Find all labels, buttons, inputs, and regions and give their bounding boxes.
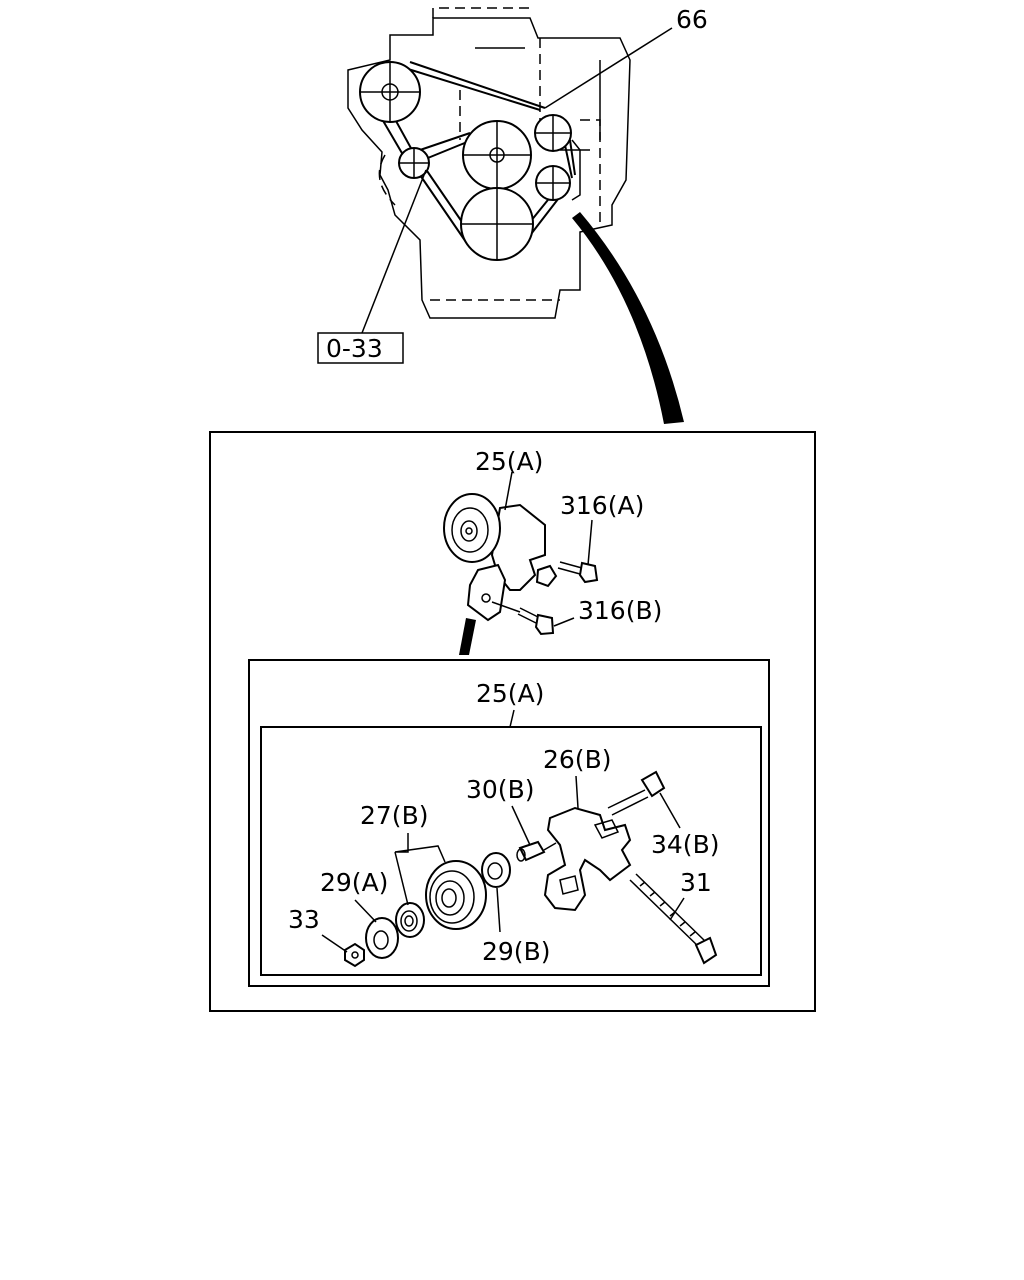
leader-26b	[575, 775, 579, 809]
engine-front-view	[347, 7, 631, 319]
callout-washer-a: 29(A)	[320, 868, 388, 897]
washer-29b	[481, 852, 511, 888]
washer-29a	[365, 917, 399, 959]
callout-bolt-a: 316(A)	[560, 491, 644, 520]
callout-nut: 33	[288, 905, 320, 934]
callout-bolt-34: 34(B)	[651, 830, 719, 859]
ref-leader-line	[361, 169, 427, 334]
leader-25a-detail	[509, 709, 515, 728]
inner-detail-box	[260, 726, 762, 976]
callout-pulley: 27(B)	[360, 801, 428, 830]
middle-detail-box	[248, 659, 770, 987]
leader-316a	[587, 519, 593, 566]
callout-spacer: 30(B)	[466, 775, 534, 804]
leader-31	[669, 897, 685, 921]
leader-29a	[354, 899, 377, 923]
callout-long-bolt: 31	[680, 868, 712, 897]
leader-30b	[511, 805, 531, 846]
long-bolt-31	[629, 873, 707, 949]
leader-27b	[394, 833, 446, 906]
bolt-34b	[607, 789, 649, 816]
leader-33	[321, 934, 348, 953]
leader-25a-top	[504, 471, 513, 511]
bearing	[395, 902, 425, 938]
inner-pointer-arrow	[459, 618, 476, 655]
callout-tensioner-assy-top: 25(A)	[475, 447, 543, 476]
leader-34b	[659, 792, 681, 829]
detail-pointer-arrow	[572, 212, 684, 424]
callout-bolt-b: 316(B)	[578, 596, 662, 625]
callout-washer-b: 29(B)	[482, 937, 550, 966]
outer-detail-box	[209, 431, 816, 1012]
exploded-parts	[344, 770, 718, 968]
callout-tensioner-assy-detail: 25(A)	[476, 679, 544, 708]
ref-box	[317, 332, 404, 364]
nut-33	[344, 942, 365, 968]
belt-leader-line	[544, 27, 673, 109]
bracket-26b	[543, 806, 632, 912]
callout-belt: 66	[676, 5, 708, 34]
spacer-30b	[518, 840, 546, 862]
tensioner-assembly-view	[443, 493, 599, 636]
leader-29b	[496, 887, 501, 933]
callout-bracket: 26(B)	[543, 745, 611, 774]
leader-316b	[553, 617, 575, 627]
ref-box-label: 0-33	[326, 334, 383, 363]
